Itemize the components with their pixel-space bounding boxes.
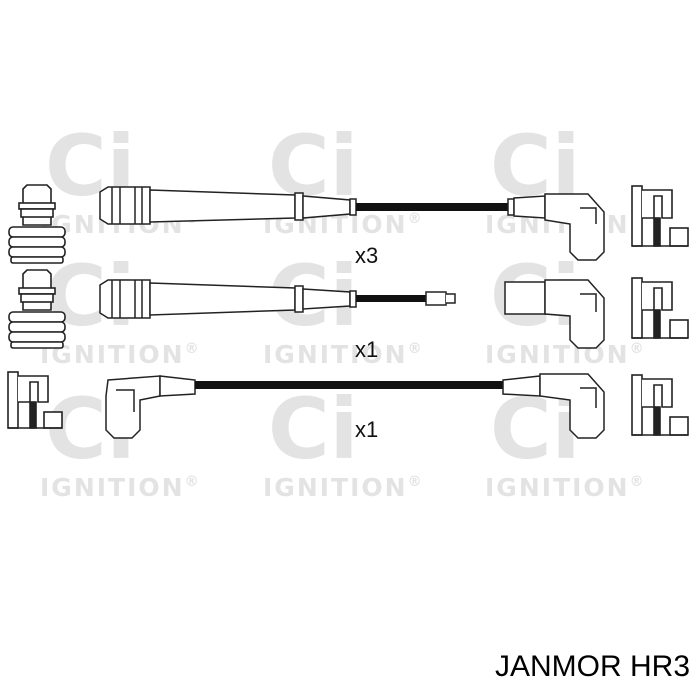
svg-text:IGNITION®: IGNITION® (40, 340, 201, 369)
distributor-connector-icon (8, 269, 66, 349)
watermark: Ci IGNITION® (263, 117, 424, 239)
coil-terminal-icon (7, 371, 63, 429)
right-terminals (631, 185, 689, 436)
watermark-word: IGNITION (485, 473, 630, 502)
svg-text:IGNITION®: IGNITION® (263, 340, 424, 369)
watermark-registered-mark: ® (408, 211, 424, 227)
watermark-registered-mark: ® (185, 474, 201, 490)
watermark-letters: Ci (268, 380, 358, 478)
quantity-label: x3 (355, 243, 378, 268)
cable (356, 203, 508, 211)
watermark-registered-mark: ® (408, 474, 424, 490)
watermark-registered-mark: ® (185, 341, 201, 357)
ignition-lead-row (99, 186, 605, 261)
quantity-label: x1 (355, 417, 378, 442)
watermark-registered-mark: ® (630, 341, 646, 357)
left-terminals (7, 184, 66, 429)
distributor-connector-icon (8, 184, 66, 264)
watermark-word: IGNITION (263, 340, 408, 369)
svg-text:IGNITION®: IGNITION® (485, 340, 646, 369)
watermark-registered-mark: ® (630, 474, 646, 490)
svg-text:IGNITION®: IGNITION® (263, 473, 424, 502)
cable (356, 295, 426, 302)
part-number: JANMOR HR3 (495, 650, 690, 683)
watermark-word: IGNITION (40, 473, 185, 502)
cable (195, 381, 503, 389)
ignition-lead-row (99, 279, 605, 349)
watermark-word: IGNITION (263, 473, 408, 502)
coil-terminal-icon (631, 185, 689, 247)
watermark: Ci IGNITION® (263, 380, 424, 502)
coil-terminal-icon (631, 277, 689, 339)
coil-terminal-icon (631, 374, 689, 436)
watermark-registered-mark: ® (408, 341, 424, 357)
svg-text:IGNITION®: IGNITION® (485, 473, 646, 502)
quantity-label: x1 (355, 337, 378, 362)
svg-text:IGNITION®: IGNITION® (40, 473, 201, 502)
watermark-word: IGNITION (485, 340, 630, 369)
ignition-lead-row (105, 373, 605, 439)
